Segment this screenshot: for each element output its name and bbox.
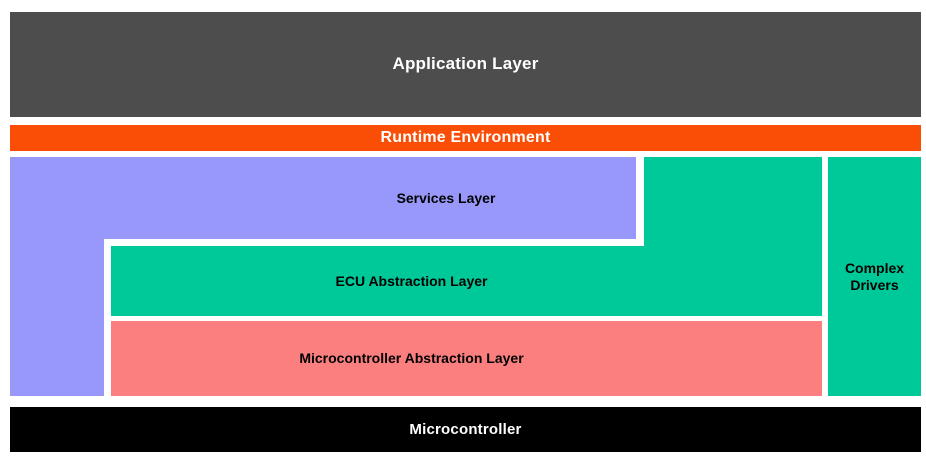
complex-drivers-block[interactable]: Complex Drivers (828, 157, 921, 396)
microcontroller-label: Microcontroller (409, 420, 522, 438)
complex-drivers-label: Complex Drivers (844, 259, 905, 293)
microcontroller-abstraction-layer-block[interactable]: Microcontroller Abstraction Layer (111, 321, 822, 396)
runtime-environment-block[interactable]: Runtime Environment (10, 125, 921, 151)
microcontroller-block[interactable]: Microcontroller (10, 407, 921, 452)
ecu-abstraction-layer-label: ECU Abstraction Layer (335, 272, 488, 289)
runtime-environment-label: Runtime Environment (380, 128, 551, 146)
services-layer-block[interactable]: Services Layer (10, 157, 636, 239)
ecu-abstraction-layer-block[interactable]: ECU Abstraction Layer (111, 246, 822, 316)
application-layer-label: Application Layer (392, 54, 539, 74)
microcontroller-abstraction-layer-label: Microcontroller Abstraction Layer (299, 350, 524, 367)
services-layer-label: Services Layer (396, 189, 496, 206)
application-layer-block[interactable]: Application Layer (10, 12, 921, 117)
